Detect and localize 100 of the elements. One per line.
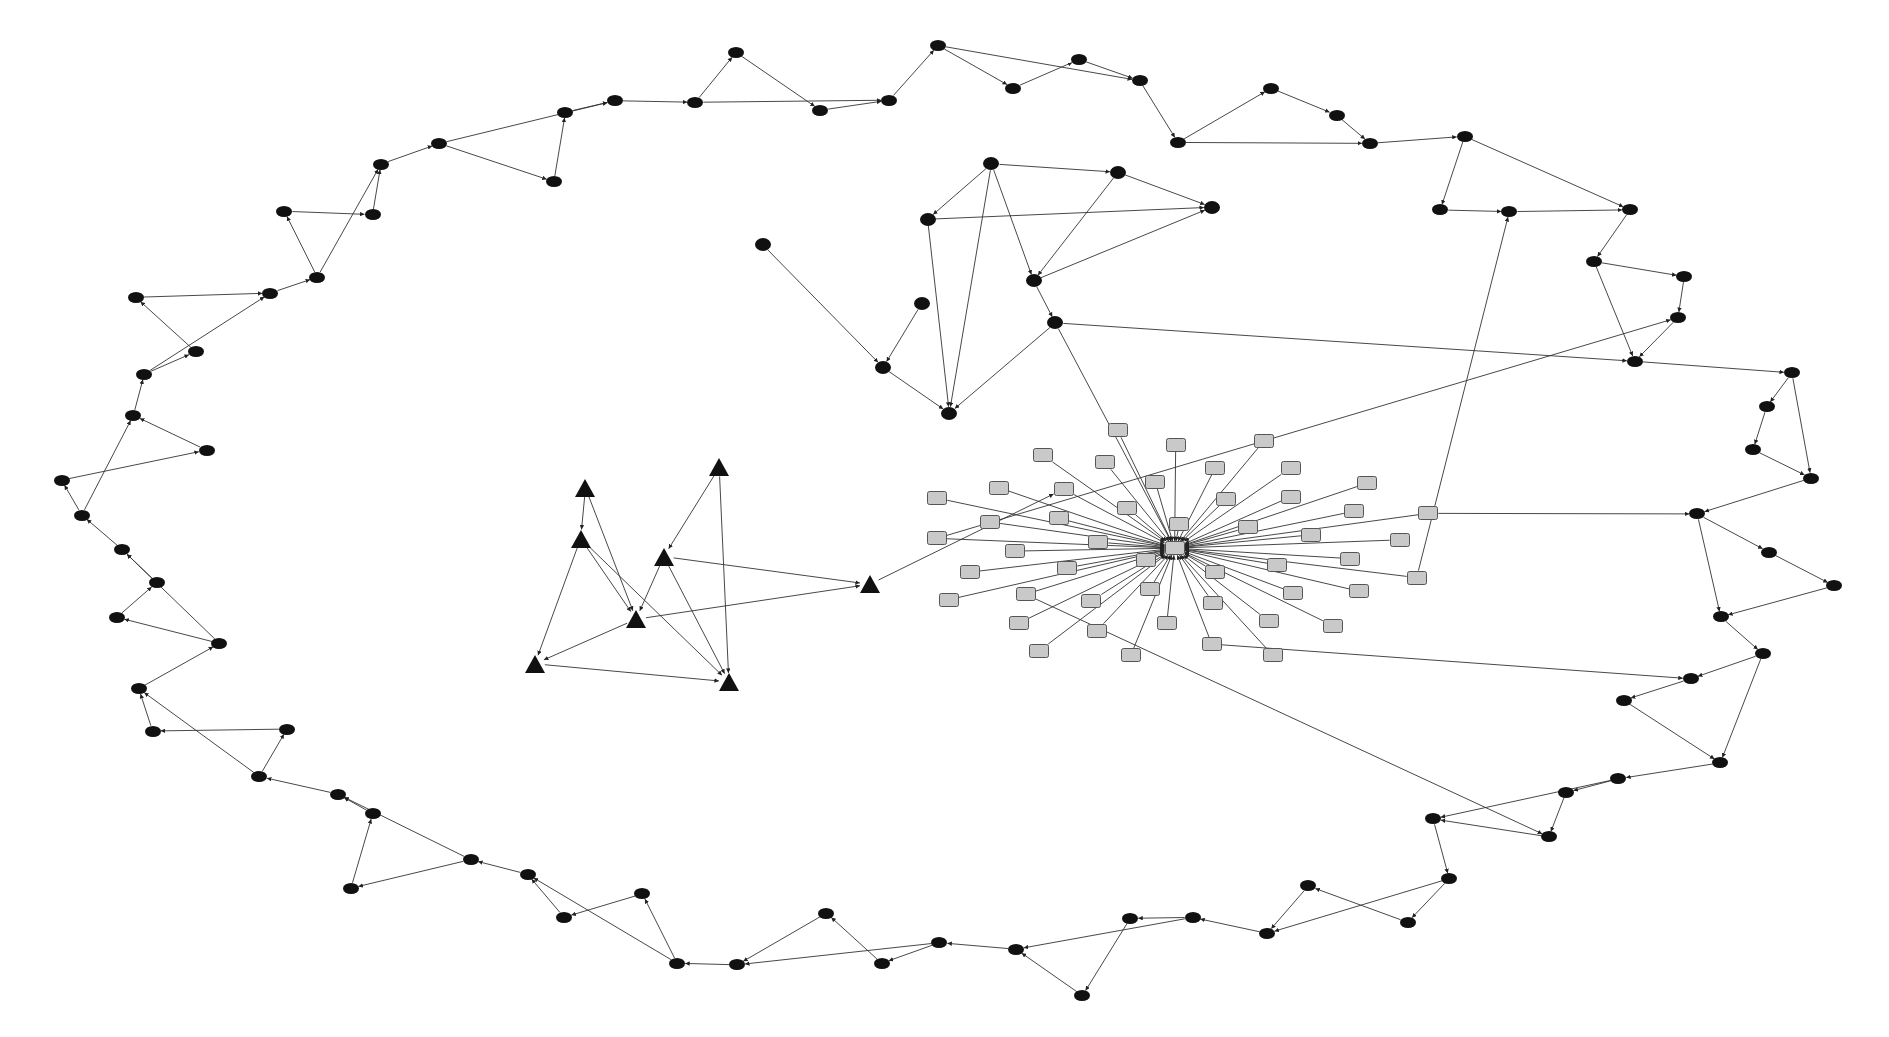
box-node — [1145, 475, 1166, 490]
network-node — [187, 346, 204, 358]
box-node — [959, 565, 980, 580]
network-node — [687, 96, 704, 108]
network-node — [919, 212, 936, 226]
network-node — [1441, 873, 1458, 885]
network-node — [1071, 53, 1088, 65]
box-node — [1349, 584, 1370, 599]
box-node — [1389, 532, 1410, 547]
network-node — [941, 406, 958, 420]
network-node — [251, 770, 268, 782]
box-node — [1088, 535, 1109, 550]
network-node — [1456, 130, 1473, 142]
box-node — [1267, 557, 1288, 572]
network-node — [1615, 694, 1632, 706]
network-node — [1540, 831, 1557, 843]
box-node — [1201, 637, 1222, 652]
network-node — [931, 937, 948, 949]
network-node — [606, 95, 623, 107]
network-node — [669, 957, 686, 969]
triangle-node — [709, 458, 730, 477]
box-node — [1418, 506, 1439, 521]
box-node — [938, 592, 959, 607]
box-node — [1253, 434, 1274, 449]
network-node — [1005, 82, 1022, 94]
box-node — [1032, 447, 1053, 462]
network-node — [545, 176, 562, 188]
box-node — [988, 480, 1009, 495]
box-node — [1169, 516, 1190, 531]
network-node — [812, 104, 829, 116]
network-node — [462, 854, 479, 866]
network-node — [754, 238, 771, 252]
network-node — [930, 39, 946, 51]
network-node — [729, 959, 746, 971]
box-node — [1237, 520, 1258, 535]
network-node — [108, 611, 125, 623]
box-node — [1340, 551, 1361, 566]
box-node — [1015, 587, 1036, 602]
network-node — [1760, 546, 1777, 558]
network-node — [364, 209, 381, 221]
network-node — [364, 808, 381, 820]
box-node — [1081, 593, 1102, 608]
network-node — [634, 888, 651, 900]
network-node — [1263, 82, 1280, 94]
network-node — [1184, 911, 1201, 923]
box-node — [1107, 423, 1128, 438]
network-node — [276, 205, 293, 217]
network-node — [211, 637, 228, 649]
network-node — [1025, 274, 1042, 288]
box-node — [1086, 623, 1107, 638]
network-node — [1622, 204, 1639, 216]
network-node — [342, 882, 359, 894]
box-node — [1258, 614, 1279, 629]
network-node — [262, 287, 279, 299]
network-node — [818, 907, 835, 919]
network-node — [1557, 787, 1574, 799]
box-node — [1009, 615, 1030, 630]
network-node — [1676, 271, 1693, 283]
network-node — [557, 106, 574, 118]
box-node — [1048, 511, 1069, 526]
triangle-node — [718, 672, 739, 691]
network-node — [1783, 367, 1800, 379]
network-node — [1803, 472, 1819, 484]
triangle-node — [524, 654, 545, 673]
triangle-node — [859, 575, 880, 594]
box-node — [1300, 527, 1321, 542]
network-node — [875, 360, 892, 374]
box-node — [1029, 644, 1049, 658]
network-node — [913, 297, 930, 311]
network-node — [144, 725, 161, 737]
network-node — [1501, 206, 1518, 218]
network-node — [309, 271, 326, 283]
network-node — [1626, 355, 1643, 367]
network-node — [519, 868, 536, 880]
box-node — [1120, 648, 1141, 663]
network-node — [125, 409, 142, 421]
box-node — [1205, 564, 1226, 579]
box-node — [1216, 491, 1237, 506]
network-node — [114, 544, 131, 556]
network-node — [1328, 109, 1345, 121]
network-node — [278, 723, 295, 735]
network-node — [728, 46, 744, 58]
box-node — [1281, 489, 1302, 504]
network-node — [73, 509, 90, 521]
box-node — [1406, 570, 1427, 585]
network-node — [148, 577, 165, 589]
network-node — [1745, 444, 1762, 456]
network-node — [1008, 943, 1025, 955]
network-node — [130, 683, 147, 695]
box-node — [1343, 504, 1364, 519]
box-node — [1262, 648, 1283, 663]
box-node — [1117, 500, 1138, 515]
network-node — [329, 788, 346, 800]
network-node — [1670, 312, 1686, 324]
network-node — [1826, 580, 1843, 592]
box-node — [1281, 460, 1302, 475]
triangle-node — [575, 478, 596, 497]
triangle-node — [626, 610, 647, 629]
box-node — [1357, 476, 1378, 491]
box-node — [1205, 460, 1226, 475]
